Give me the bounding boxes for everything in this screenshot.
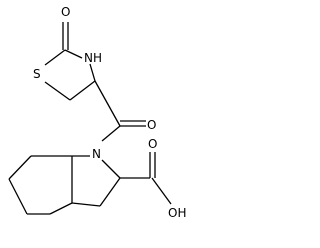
atom-label-oxo-oxygen: O xyxy=(61,5,70,19)
bond-c2-s xyxy=(44,49,66,66)
bond-n-c2 xyxy=(101,159,121,179)
amide-linker xyxy=(94,80,146,142)
bond-c4-c3a xyxy=(49,202,73,215)
bond-c4-carbonyl xyxy=(94,80,121,127)
pyrrolidine-ring xyxy=(71,155,121,207)
bond-c6-c5 xyxy=(8,178,28,215)
atom-label-amide-oxygen: O xyxy=(147,118,156,132)
bond-acid-oh xyxy=(151,177,172,205)
bond-n3-c2 xyxy=(64,49,83,59)
bond-c4-n3 xyxy=(89,63,96,82)
bond-c2-c3 xyxy=(99,177,121,207)
atom-label-sulfur: S xyxy=(33,67,41,81)
atom-label-acid-oxygen: O xyxy=(148,137,157,151)
bond-s-c5 xyxy=(44,81,71,101)
bond-c3-c3a xyxy=(71,202,101,207)
bond-c7-c6 xyxy=(8,155,32,180)
molecule-diagram: O S NH O N O OH xyxy=(8,5,186,220)
bond-carbonyl-n xyxy=(101,125,121,142)
bond-c5-c4 xyxy=(69,80,96,101)
atom-label-ring-nh: NH xyxy=(84,51,102,65)
cyclohexane-ring xyxy=(8,155,73,215)
thiazolidinone-ring xyxy=(44,22,96,101)
structure-canvas: O S NH O N O OH xyxy=(8,5,186,220)
carboxylic-acid xyxy=(120,152,172,205)
atom-label-indole-nitrogen: N xyxy=(92,147,101,161)
atom-label-acid-hydroxyl: OH xyxy=(168,206,186,220)
